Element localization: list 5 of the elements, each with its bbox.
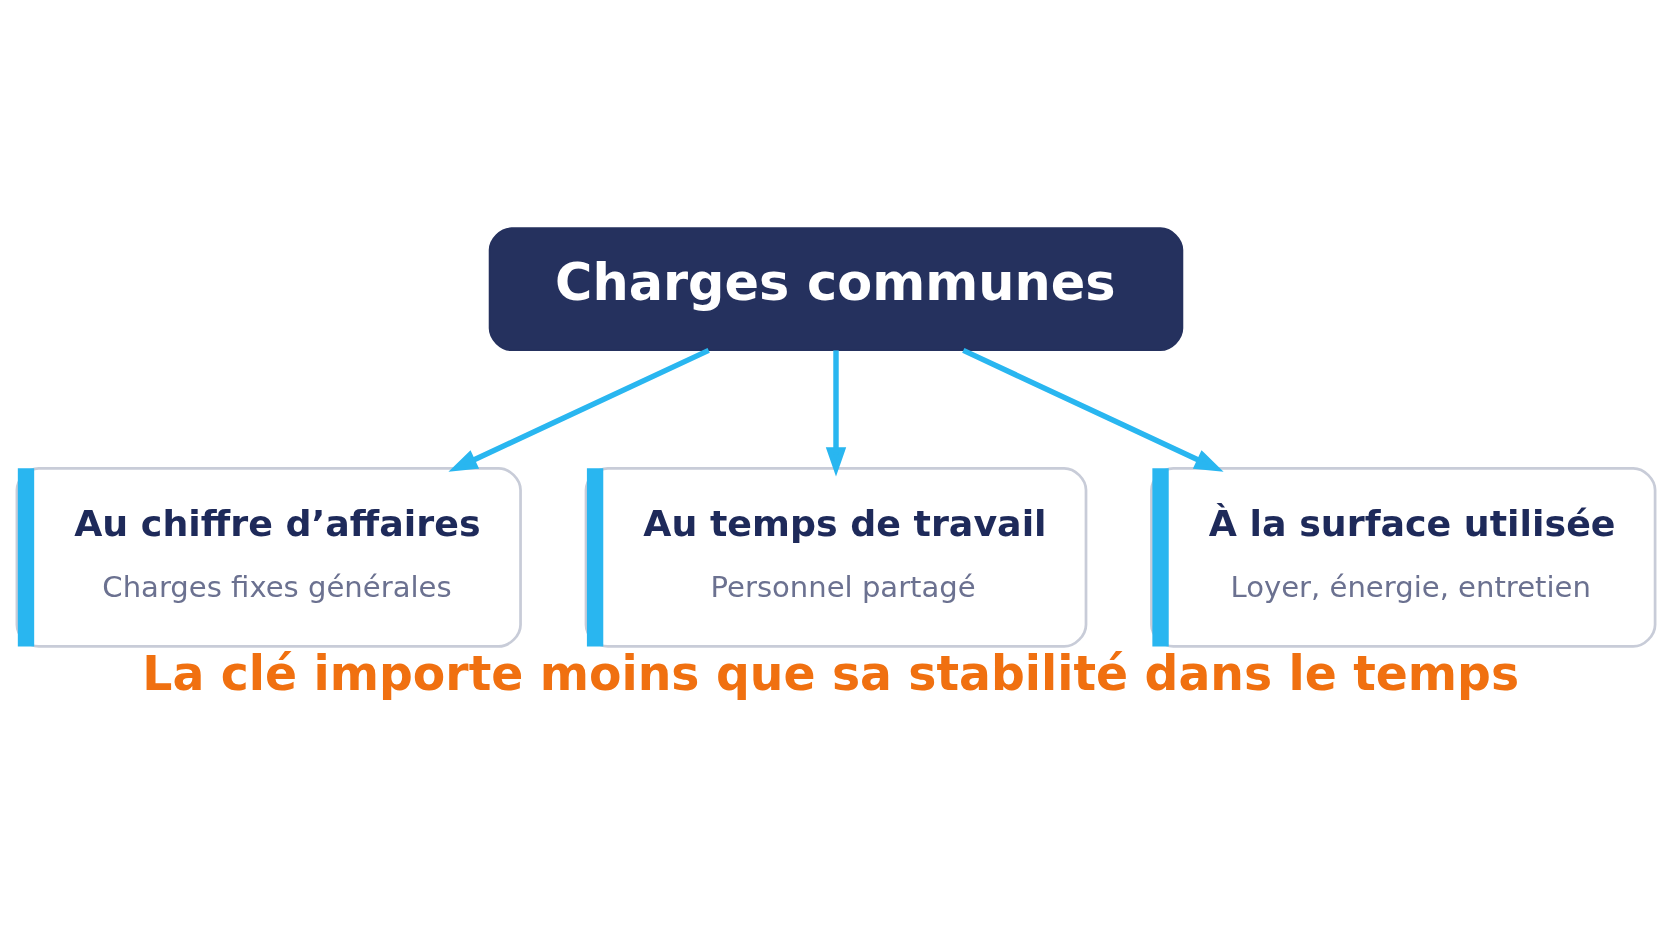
node-box: Charges communes: [488, 226, 1184, 351]
arrow: [825, 349, 847, 476]
arrow: [448, 347, 710, 472]
caption: La clé importe moins que sa stabilité dans le temps: [142, 645, 1520, 701]
arrow: [962, 347, 1224, 472]
